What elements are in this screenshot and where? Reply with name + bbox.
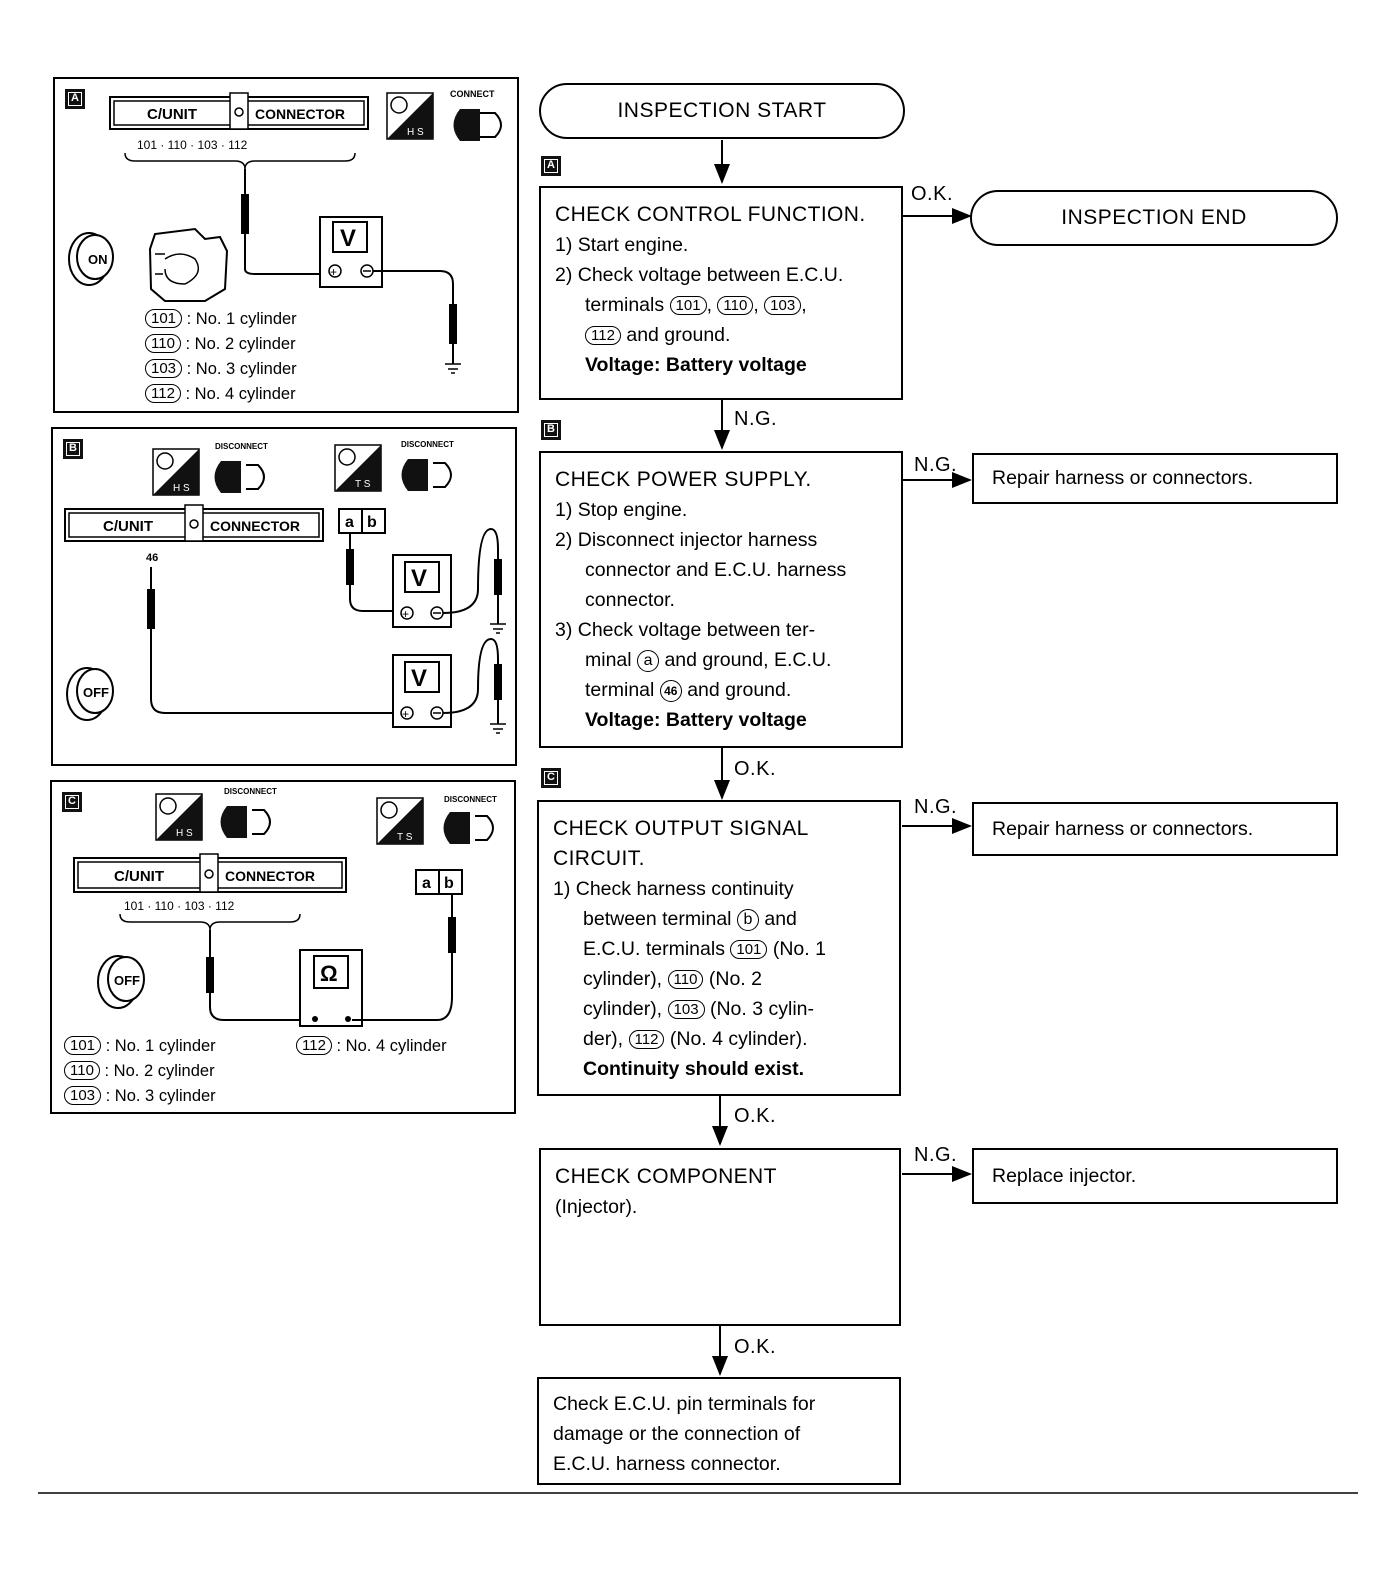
list-item: 112 : No. 4 cylinder xyxy=(145,382,297,407)
label-ok-d: O.K. xyxy=(734,1336,777,1358)
step-c-tag: C xyxy=(541,768,561,788)
result-repair-harness-1: Repair harness or connectors. xyxy=(972,453,1338,504)
label-ng-a: N.G. xyxy=(734,408,778,430)
list-item: 101 : No. 1 cylinder xyxy=(145,307,297,332)
label-ng-d: N.G. xyxy=(914,1144,958,1166)
panel-b-tag: B xyxy=(63,439,83,459)
panel-c-disconnect-1: DISCONNECT xyxy=(224,787,277,796)
panel-a-connect: CONNECT xyxy=(450,89,495,99)
panel-c-ts: T S xyxy=(397,832,413,843)
step-b-tag: B xyxy=(541,420,561,440)
list-item: 110 : No. 2 cylinder xyxy=(145,332,297,357)
step-a-tag: A xyxy=(541,156,561,176)
panel-a-connector: CONNECTOR xyxy=(255,106,345,122)
panel-c-pins: 101 · 110 · 103 · 112 xyxy=(124,899,235,913)
panel-c-cunit: C/UNIT xyxy=(114,868,164,885)
panel-c-meter: Ω xyxy=(320,961,338,986)
step-check-component: CHECK COMPONENT (Injector). xyxy=(539,1148,901,1326)
panel-b-meter-1: V xyxy=(411,565,427,592)
panel-b-cunit: C/UNIT xyxy=(103,518,153,535)
panel-a-tag: A xyxy=(65,89,85,109)
step-check-power-supply: CHECK POWER SUPPLY. 1) Stop engine. 2) D… xyxy=(539,451,903,748)
panel-b-key: OFF xyxy=(83,685,109,700)
panel-c-cylinder-4: 112 : No. 4 cylinder xyxy=(296,1034,447,1059)
panel-b-term-a: a xyxy=(345,514,354,531)
panel-c-connector: CONNECTOR xyxy=(225,868,315,884)
label-ok-c: O.K. xyxy=(734,1105,777,1127)
label-ok-b: O.K. xyxy=(734,758,777,780)
panel-a: A C/UNIT CONNECTOR 101 · 110 · 103 · 112… xyxy=(53,77,519,413)
panel-b-meter-2: V xyxy=(411,665,427,692)
panel-b-ts: T S xyxy=(355,479,371,490)
step-check-control-function: CHECK CONTROL FUNCTION. 1) Start engine.… xyxy=(539,186,903,400)
label-ok-a: O.K. xyxy=(911,183,954,205)
panel-c-cylinder-list: 101 : No. 1 cylinder 110 : No. 2 cylinde… xyxy=(64,1034,216,1109)
panel-c: C H S DISCONNECT T S DISCONNECT C/UNIT C… xyxy=(50,780,516,1114)
panel-c-tag: C xyxy=(62,792,82,812)
panel-b-disconnect-1: DISCONNECT xyxy=(215,442,268,451)
result-repair-harness-2: Repair harness or connectors. xyxy=(972,802,1338,856)
panel-a-cunit: C/UNIT xyxy=(147,106,197,123)
panel-a-pins: 101 · 110 · 103 · 112 xyxy=(137,138,248,152)
panel-b-disconnect-2: DISCONNECT xyxy=(401,440,454,449)
inspection-end: INSPECTION END xyxy=(970,190,1338,246)
list-item: 110 : No. 2 cylinder xyxy=(64,1059,216,1084)
inspection-start: INSPECTION START xyxy=(539,83,905,139)
list-item: 103 : No. 3 cylinder xyxy=(64,1084,216,1109)
result-replace-injector: Replace injector. xyxy=(972,1148,1338,1204)
panel-c-term-a: a xyxy=(422,875,431,892)
label-ng-b: N.G. xyxy=(914,454,958,476)
panel-b-connector: CONNECTOR xyxy=(210,518,300,534)
label-ng-c: N.G. xyxy=(914,796,958,818)
panel-a-meter-label: V xyxy=(340,225,356,252)
svg-text:+: + xyxy=(330,265,337,279)
panel-a-hs: H S xyxy=(407,127,424,138)
step-check-output-signal: CHECK OUTPUT SIGNAL CIRCUIT. 1) Check ha… xyxy=(537,800,901,1096)
panel-b-diagram: H S DISCONNECT T S DISCONNECT C/UNIT CON… xyxy=(64,440,506,734)
panel-a-cylinder-list: 101 : No. 1 cylinder 110 : No. 2 cylinde… xyxy=(145,307,297,407)
svg-text:+: + xyxy=(402,607,409,621)
svg-text:+: + xyxy=(402,707,409,721)
panel-b-hs: H S xyxy=(173,483,190,494)
list-item: 103 : No. 3 cylinder xyxy=(145,357,297,382)
panel-b-term-b: b xyxy=(367,514,377,531)
step-check-ecu-pins: Check E.C.U. pin terminals for damage or… xyxy=(537,1377,901,1485)
panel-c-term-b: b xyxy=(444,875,454,892)
panel-b: B H S DISCONNECT T S DISCONNECT C/UNIT C… xyxy=(51,427,517,766)
list-item: 101 : No. 1 cylinder xyxy=(64,1034,216,1059)
panel-a-diagram: C/UNIT CONNECTOR 101 · 110 · 103 · 112 V… xyxy=(68,89,502,374)
list-item: 112 : No. 4 cylinder xyxy=(296,1034,447,1059)
panel-c-hs: H S xyxy=(176,828,193,839)
panel-c-diagram: H S DISCONNECT T S DISCONNECT C/UNIT CON… xyxy=(73,787,497,1027)
panel-b-pin: 46 xyxy=(146,552,158,564)
panel-c-key: OFF xyxy=(114,973,140,988)
panel-c-disconnect-2: DISCONNECT xyxy=(444,795,497,804)
panel-a-key: ON xyxy=(88,252,108,267)
